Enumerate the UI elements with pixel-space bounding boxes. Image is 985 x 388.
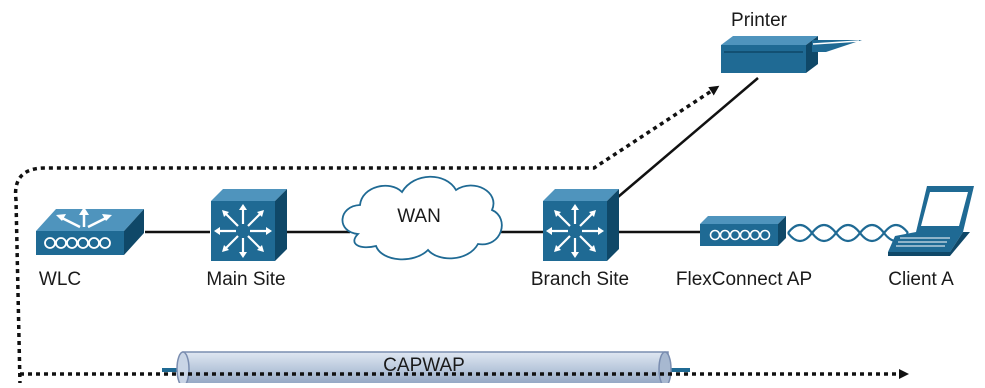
main-site-label: Main Site bbox=[206, 269, 286, 290]
flexconnect-ap-label: FlexConnect AP bbox=[675, 269, 813, 290]
capwap-label: CAPWAP bbox=[383, 355, 465, 376]
printer-label: Printer bbox=[731, 10, 787, 31]
wlc-label: WLC bbox=[38, 269, 82, 290]
wan-cloud bbox=[341, 175, 503, 261]
laptop-icon bbox=[888, 186, 974, 256]
local-traffic-path bbox=[13, 85, 720, 386]
antenna-waves-icon bbox=[709, 229, 771, 241]
printer-device bbox=[721, 36, 862, 73]
antenna-waves-icon bbox=[44, 237, 111, 249]
wireless-waves-icon bbox=[787, 223, 909, 243]
branch-site-switch bbox=[543, 189, 619, 261]
branch-site-label: Branch Site bbox=[530, 269, 630, 290]
client-a-label: Client A bbox=[888, 269, 954, 290]
network-links bbox=[145, 77, 759, 234]
main-site-switch bbox=[211, 189, 287, 261]
wlc-device bbox=[36, 207, 144, 255]
wan-label: WAN bbox=[397, 206, 441, 227]
link-branch-printer bbox=[617, 77, 759, 198]
flexconnect-ap-device bbox=[700, 216, 786, 246]
